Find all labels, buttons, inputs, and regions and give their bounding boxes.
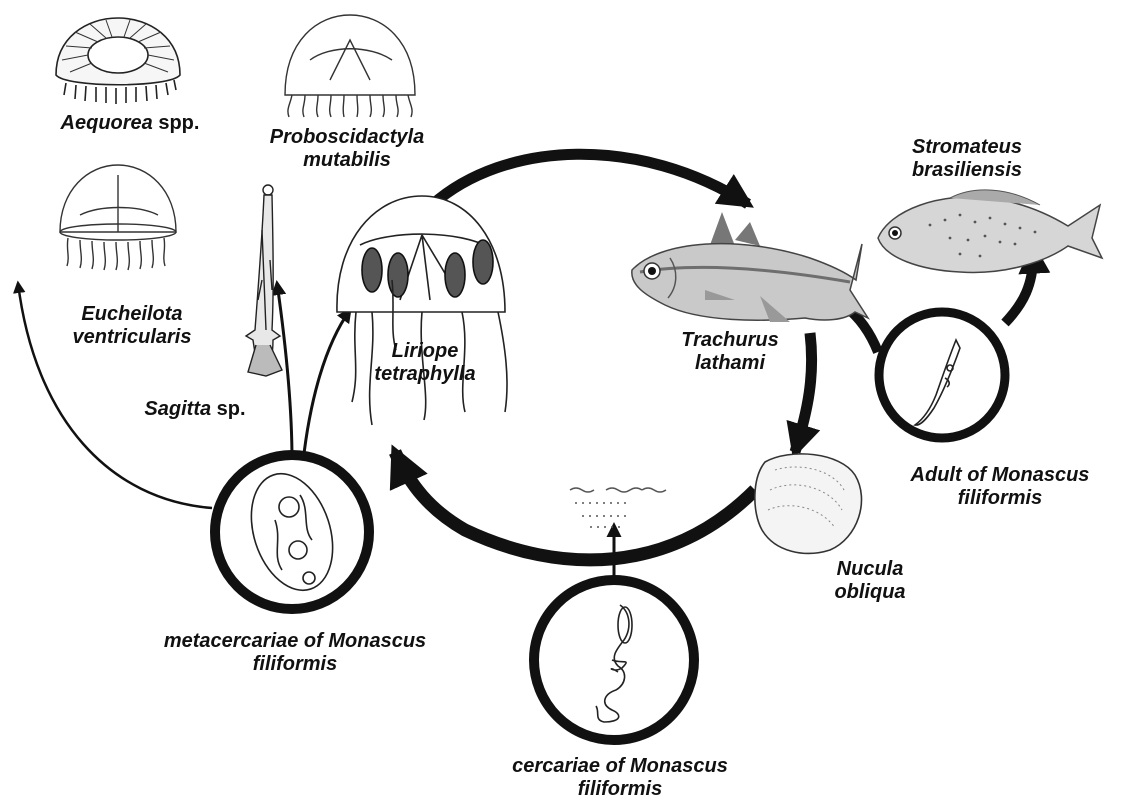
arrow-nucula-to-liriope — [395, 452, 755, 560]
sagitta-arrow-worm-icon — [246, 185, 282, 376]
eucheilota-medusa-icon — [60, 165, 176, 270]
adult-stage-circle — [879, 312, 1005, 438]
trachurus-fish-icon — [632, 212, 868, 322]
label-trachurus: Trachurus lathami — [665, 329, 795, 375]
label-eucheilota: Eucheilota ventricularis — [52, 303, 212, 349]
label-proboscidactyla: Proboscidactyla mutabilis — [262, 126, 432, 172]
label-sagitta: Sagitta sp. — [130, 398, 260, 421]
label-aequorea: Aequorea spp. — [50, 112, 210, 135]
water-surface-icon — [570, 488, 666, 527]
arrow-trachurus-to-nucula — [795, 333, 812, 452]
arrow-liriope-to-trachurus — [432, 154, 748, 205]
label-stromateus: Stromateus brasiliensis — [892, 136, 1042, 182]
label-metacercariae: metacercariae of Monascus filiformis — [125, 630, 465, 676]
liriope-medusa-icon — [337, 196, 507, 425]
label-nucula: Nucula obliqua — [815, 558, 925, 604]
label-cercariae: cercariae of Monascus filiformis — [480, 755, 760, 801]
proboscidactyla-medusa-icon — [285, 15, 415, 117]
nucula-clam-icon — [755, 454, 862, 553]
metacercariae-stage-circle — [215, 455, 369, 609]
aequorea-medusa-icon — [56, 18, 180, 104]
stromateus-fish-icon — [878, 190, 1102, 272]
label-adult: Adult of Monascus filiformis — [900, 464, 1100, 510]
arrow-metacercariae-to-liriope — [303, 310, 350, 462]
label-liriope: Liriope tetraphylla — [355, 340, 495, 386]
